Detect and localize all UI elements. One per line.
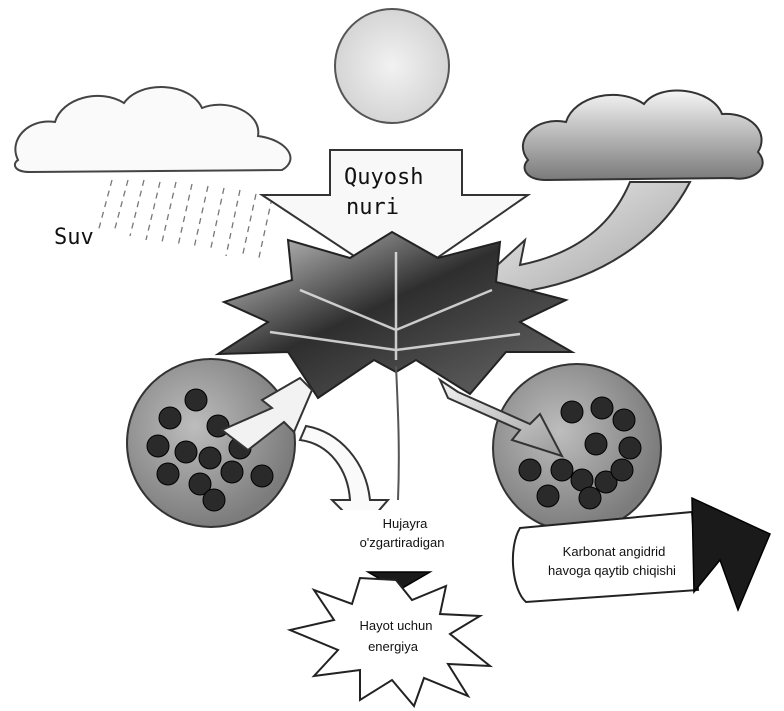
- co2-label-line2: havoga qaytib chiqishi: [548, 563, 676, 578]
- cloud-icon: [523, 91, 763, 180]
- co2-label-line1: Karbonat angidrid: [563, 544, 666, 559]
- rain-cloud-icon: [15, 87, 291, 172]
- water-label: Suv: [54, 225, 94, 250]
- cell-label-box: Hujayra o'zgartiradigan: [330, 510, 480, 556]
- energy-label-line1: Hayot uchun: [360, 618, 433, 633]
- sun-icon: [335, 9, 449, 123]
- cell-label-line2: o'zgartiradigan: [360, 535, 445, 550]
- cell-label-line1: Hujayra: [383, 516, 429, 531]
- energy-starburst: Hayot uchun energiya: [290, 578, 490, 706]
- energy-label-line2: energiya: [368, 639, 419, 654]
- rain-streaks: [98, 180, 272, 262]
- sunlight-label-line2: nuri: [346, 195, 399, 220]
- cell-icon: [127, 359, 295, 527]
- sunlight-label-line1: Quyosh: [344, 165, 423, 190]
- cell-icon: [493, 364, 661, 532]
